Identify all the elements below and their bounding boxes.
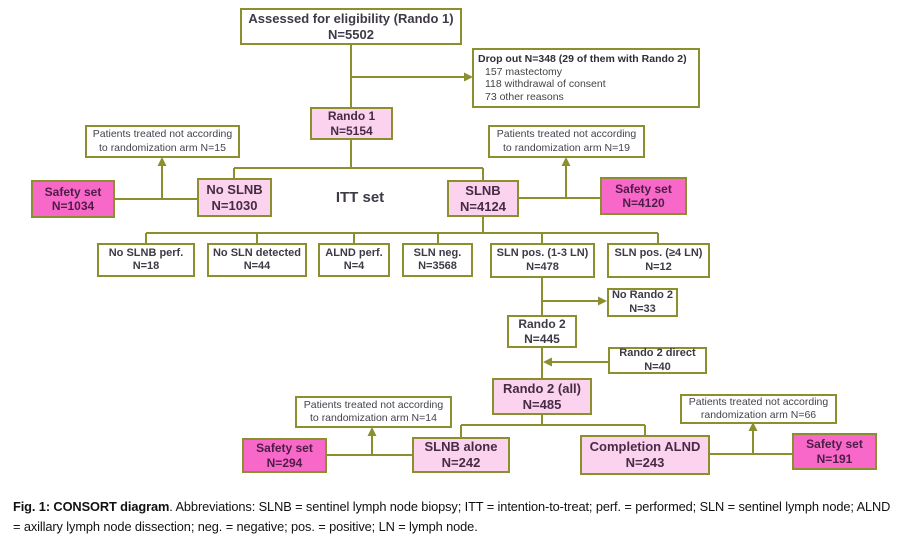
node-label: Patients treated not according [303,398,444,411]
node-rando2: Rando 2 N=445 [507,315,577,348]
node-safety-set-191: Safety set N=191 [792,433,877,470]
node-dropout: Drop out N=348 (29 of them with Rando 2)… [472,48,700,108]
node-label: No SLNB [206,181,263,197]
node-safety-set-4120: Safety set N=4120 [600,177,687,215]
itt-set-label: ITT set [335,189,385,206]
node-not-per-arm-15: Patients treated not according to random… [85,125,240,158]
node-label: SLN neg. [413,246,462,259]
node-n: N=1030 [211,197,258,213]
node-label: Drop out N=348 (29 of them with Rando 2) [478,53,687,65]
node-sln-pos-ge4: SLN pos. (≥4 LN) N=12 [607,243,710,278]
node-no-sln-detected: No SLN detected N=44 [207,243,307,277]
node-slnb-alone: SLNB alone N=242 [412,437,510,473]
node-no-rando2: No Rando 2 N=33 [607,288,678,317]
node-sln-neg: SLN neg. N=3568 [402,243,473,277]
dropout-reason: 157 mastectomy [485,65,563,78]
node-label: Safety set [256,441,313,456]
caption-title: Fig. 1: CONSORT diagram [13,499,170,514]
node-n: N=12 [645,260,672,273]
node-label: SLNB alone [424,439,498,455]
node-n: N=4124 [460,198,506,214]
node-not-per-arm-14: Patients treated not according to random… [295,396,452,428]
node-n: N=243 [625,455,665,470]
node-label: Assessed for eligibility (Rando 1) [248,10,454,26]
node-no-slnb: No SLNB N=1030 [197,178,272,217]
node-label: Patients treated not according [688,395,829,408]
node-n: N=1034 [51,199,95,213]
node-label: to randomization arm N=19 [503,141,630,154]
node-label: No Rando 2 [611,289,674,302]
node-rando2-all: Rando 2 (all) N=485 [492,378,592,415]
node-not-per-arm-66: Patients treated not according randomiza… [680,394,837,424]
node-label: Completion ALND [589,439,701,455]
node-n: N=4120 [622,196,665,210]
node-n: N=445 [524,331,560,346]
node-label: No SLN detected [212,246,301,259]
node-alnd-perf: ALND perf. N=4 [318,243,390,277]
node-n: N=5154 [330,123,373,138]
node-label: SLN pos. (1-3 LN) [496,247,589,260]
node-n: N=18 [132,260,160,272]
node-label: Patients treated not according [496,128,637,141]
caption-abbreviations: . Abbreviations: SLNB = sentinel lymph n… [13,499,891,534]
node-safety-set-1034: Safety set N=1034 [31,180,115,218]
node-n: N=478 [526,260,559,273]
node-safety-set-294: Safety set N=294 [242,438,327,473]
node-label: to randomization arm N=15 [99,141,226,154]
node-n: N=294 [266,455,303,470]
node-n: N=33 [629,302,656,315]
node-assessed-eligibility: Assessed for eligibility (Rando 1) N=550… [240,8,462,45]
node-label: Rando 2 (all) [502,380,581,396]
node-n: N=4 [343,260,365,272]
arrowheads [157,72,758,436]
node-label: ALND perf. [325,246,383,259]
node-label: No SLNB perf. [108,246,184,259]
node-rando1: Rando 1 N=5154 [310,107,393,140]
node-slnb: SLNB N=4124 [447,180,519,217]
node-completion-alnd: Completion ALND N=243 [580,435,710,475]
figure-caption: Fig. 1: CONSORT diagram. Abbreviations: … [13,497,891,537]
node-no-slnb-perf: No SLNB perf. N=18 [97,243,195,277]
node-label: Safety set [615,181,672,196]
node-n: N=40 [644,360,671,373]
node-label: Patients treated not according [92,128,233,141]
node-label: Safety set [44,184,102,199]
node-n: N=485 [522,396,562,412]
node-label: Rando 2 [518,317,566,332]
node-label: SLNB [465,182,501,198]
node-n: N=3568 [418,260,457,272]
dropout-reason: 118 withdrawal of consent [485,78,606,91]
node-sln-pos-1-3: SLN pos. (1-3 LN) N=478 [490,243,595,278]
dropout-reason: 73 other reasons [485,90,564,103]
node-label: randomization arm N=66 [700,409,817,421]
node-n: N=191 [816,451,853,466]
node-rando2-direct: Rando 2 direct N=40 [608,347,707,374]
node-label: Rando 1 [327,109,376,124]
node-label: to randomization arm N=14 [310,412,437,424]
node-label: Safety set [806,437,863,452]
node-not-per-arm-19: Patients treated not according to random… [488,125,645,158]
node-label: Rando 2 direct [619,347,696,360]
node-n: N=44 [243,260,271,272]
node-n: N=5502 [328,26,374,42]
node-n: N=242 [441,455,481,470]
node-label: SLN pos. (≥4 LN) [614,247,703,260]
